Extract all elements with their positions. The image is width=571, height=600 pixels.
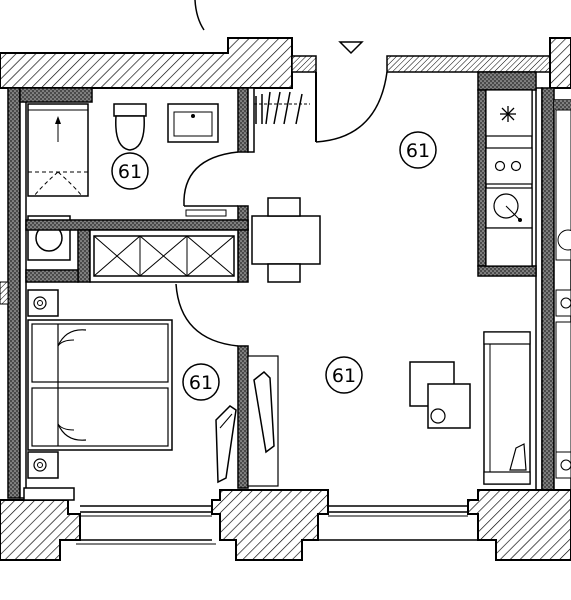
bathroom [19,87,255,261]
coat-rack [254,91,310,125]
stove-burner-icon [500,106,516,122]
cooktop [485,147,533,185]
entrance-door [315,71,388,143]
nightstand-top [27,289,59,317]
svg-text:61: 61 [406,140,430,162]
bed [27,319,173,451]
dishwasher [485,227,533,267]
bedroom-door [175,283,239,347]
bedroom [27,289,249,489]
neighbour-fixtures [555,109,571,479]
entrance-arrow-icon [338,41,364,55]
bedroom-chair [215,405,237,484]
tv-chair [253,370,275,454]
nightstand-bottom [27,451,59,479]
svg-text:61: 61 [332,365,356,387]
label-hall: 61 [399,131,437,169]
toilet [113,103,147,151]
top-wall [0,37,571,89]
corridor-arc [194,0,205,31]
svg-text:61: 61 [118,161,142,183]
living-room [247,197,531,487]
bottom-wall [0,487,571,561]
wardrobe [25,219,249,283]
svg-text:61: 61 [189,372,213,394]
label-living-room: 61 [325,356,363,394]
label-bathroom: 61 [111,152,149,190]
kitchen [477,71,537,277]
bathroom-sink [167,103,219,143]
sofa [483,331,531,485]
left-wall [0,87,27,499]
dining-table [251,197,321,283]
bedroom-window [76,505,216,545]
label-bedroom: 61 [182,363,220,401]
living-window [318,505,478,541]
